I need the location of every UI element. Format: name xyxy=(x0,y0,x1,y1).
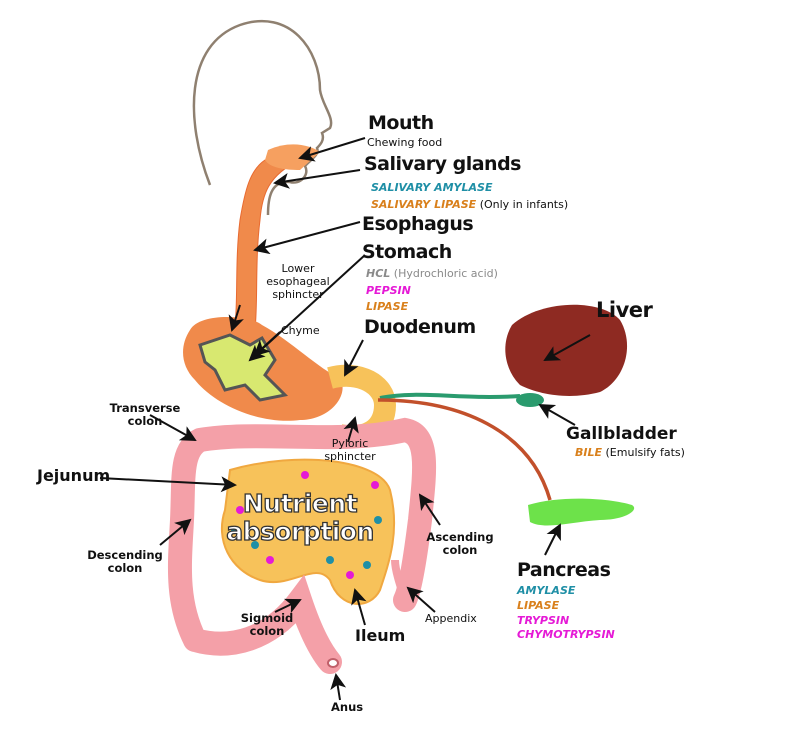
liver xyxy=(505,304,628,396)
pepsin: PEPSIN xyxy=(366,284,411,297)
nutrient-dots xyxy=(231,471,382,579)
descending-line-1: Descending xyxy=(87,548,163,562)
label-stomach: Stomach xyxy=(362,241,452,263)
label-chyme: Chyme xyxy=(281,324,320,337)
ascending-line-2: colon xyxy=(442,543,478,557)
label-mouth: Mouth xyxy=(368,112,434,134)
label-esophagus: Esophagus xyxy=(362,213,474,235)
esophagus xyxy=(234,159,301,331)
arrows xyxy=(99,137,591,701)
mouth-note: Chewing food xyxy=(367,136,443,149)
nutrient-line-2: absorption xyxy=(226,517,375,546)
label-pancreas: Pancreas xyxy=(517,559,611,581)
pyloric-line-1: Pyloric xyxy=(331,437,369,450)
small-intestine xyxy=(220,458,396,605)
bile-duct xyxy=(379,392,521,400)
trypsin: TRYPSIN xyxy=(517,614,570,627)
hcl-note: (Hydrochloric acid) xyxy=(393,267,498,280)
pancreatic-duct xyxy=(377,398,552,501)
salivary-lipase: SALIVARY LIPASE xyxy=(371,198,477,211)
les-line-1: Lower xyxy=(281,262,315,275)
label-duodenum: Duodenum xyxy=(364,316,476,338)
les-line-2: esophageal xyxy=(266,275,330,288)
label-ileum: Ileum xyxy=(355,626,406,645)
salivary-amylase: SALIVARY AMYLASE xyxy=(371,181,493,194)
head-outline xyxy=(192,19,333,216)
sigmoid-line-1: Sigmoid xyxy=(240,611,294,625)
anus-opening xyxy=(327,658,339,668)
label-liver: Liver xyxy=(596,298,653,322)
salivary-lipase-line: SALIVARY LIPASE (Only in infants) xyxy=(371,198,568,211)
hcl: HCL xyxy=(366,267,391,280)
lipase: LIPASE xyxy=(517,599,560,612)
transverse-line-2: colon xyxy=(127,414,163,428)
ascending-line-1: Ascending xyxy=(426,530,494,544)
les-line-3: sphincter xyxy=(272,288,324,301)
sigmoid-line-2: colon xyxy=(249,624,285,638)
bile: BILE xyxy=(575,446,603,459)
label-salivary-glands: Salivary glands xyxy=(364,153,521,175)
stomach-lipase: LIPASE xyxy=(366,300,409,313)
amylase: AMYLASE xyxy=(517,584,576,597)
pancreas xyxy=(528,498,635,526)
nutrient-line-1: Nutrient xyxy=(242,489,358,518)
appendix xyxy=(391,559,409,602)
transverse-line-1: Transverse xyxy=(109,401,181,415)
pyloric-line-2: sphincter xyxy=(324,450,376,463)
gallbladder xyxy=(516,393,544,407)
salivary-lipase-note: (Only in infants) xyxy=(479,198,569,211)
label-anus: Anus xyxy=(331,700,364,714)
label-gallbladder: Gallbladder xyxy=(566,424,677,444)
bile-note: (Emulsify fats) xyxy=(605,446,685,459)
chymotrypsin: CHYMOTRYPSIN xyxy=(517,628,615,641)
descending-line-2: colon xyxy=(107,561,143,575)
hcl-line: HCL (Hydrochloric acid) xyxy=(366,267,498,280)
label-appendix: Appendix xyxy=(425,612,477,625)
mouth-cavity xyxy=(265,144,320,170)
label-jejunum: Jejunum xyxy=(37,466,111,485)
bile-line: BILE (Emulsify fats) xyxy=(575,446,685,459)
